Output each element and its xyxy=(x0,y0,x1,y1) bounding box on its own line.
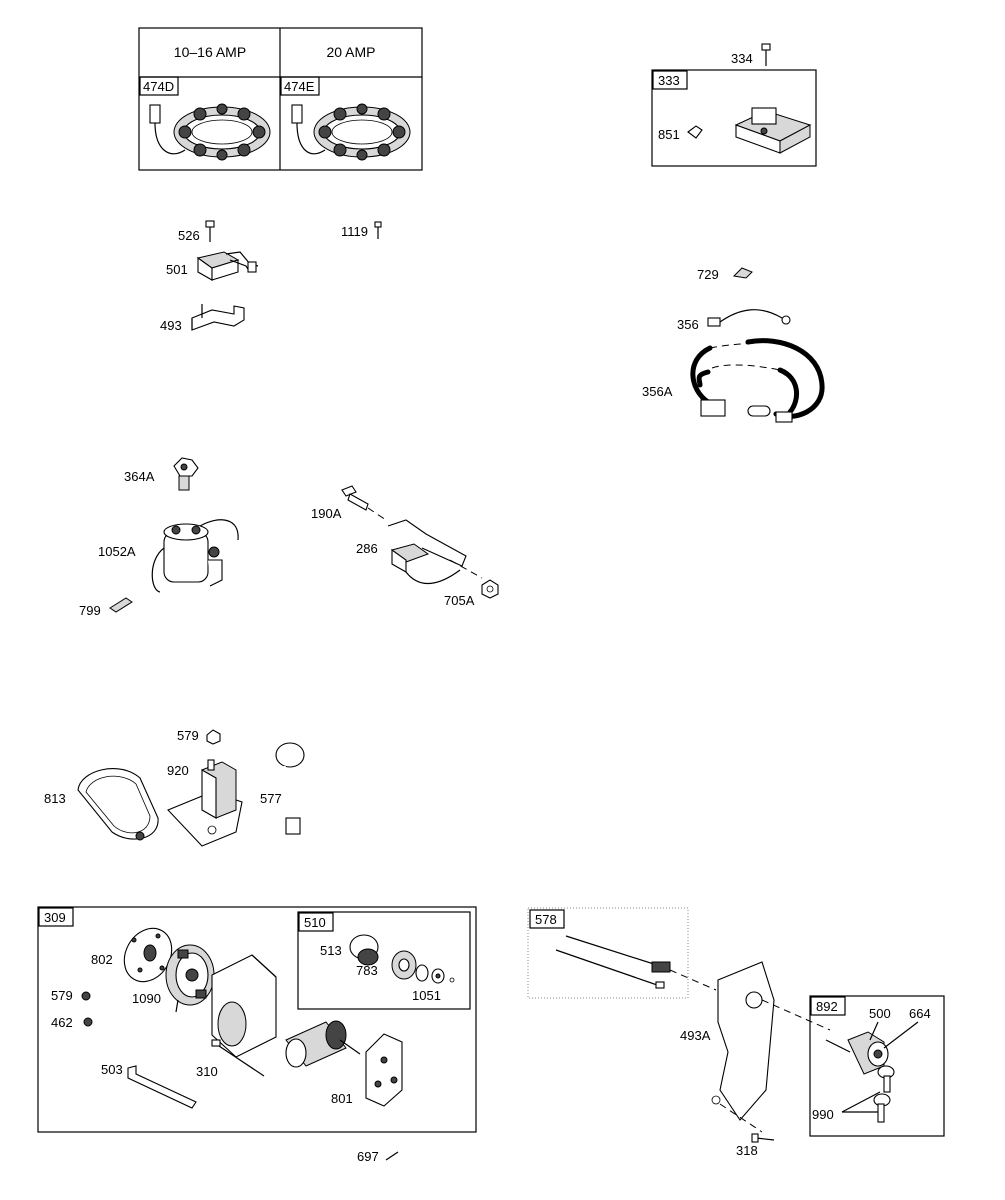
bracket-503-illustration xyxy=(127,1065,197,1109)
starter-group: 309 510 802 579 462 1090 xyxy=(37,906,477,1164)
part-label-802: 802 xyxy=(91,952,113,967)
stator-474E-illustration xyxy=(291,103,411,161)
part-label-493A: 493A xyxy=(680,1028,711,1043)
part-label-729: 729 xyxy=(697,267,719,282)
solenoid-group: 364A 1052A 799 xyxy=(79,457,239,618)
part-label-493: 493 xyxy=(160,318,182,333)
part-label-851: 851 xyxy=(658,127,680,142)
part-label-334: 334 xyxy=(731,51,753,66)
harness-578-illustration xyxy=(555,935,717,991)
part-label-356A: 356A xyxy=(642,384,673,399)
solenoid-1052A-illustration xyxy=(151,519,239,593)
part-label-356: 356 xyxy=(677,317,699,332)
bolt-190A-illustration xyxy=(341,485,387,521)
part-label-664: 664 xyxy=(909,1006,931,1021)
part-label-526: 526 xyxy=(178,228,200,243)
clip-729-icon xyxy=(732,267,753,279)
part-label-705A: 705A xyxy=(444,593,475,608)
part-label-577: 577 xyxy=(260,791,282,806)
box-label-309: 309 xyxy=(44,910,66,925)
part-label-310: 310 xyxy=(196,1064,218,1079)
screw-334-icon xyxy=(761,43,771,66)
relay-286-illustration xyxy=(387,519,483,585)
part-label-990: 990 xyxy=(812,1107,834,1122)
bracket-920-illustration xyxy=(167,759,243,847)
part-label-364A: 364A xyxy=(124,469,155,484)
brush-holder-1090-illustration xyxy=(165,944,215,1013)
bolt-310-illustration xyxy=(211,1039,265,1077)
ignition-switch-illustration xyxy=(825,1021,919,1123)
coil-group: 333 334 851 xyxy=(651,43,817,167)
boot-577-illustration xyxy=(275,742,305,835)
screw-697-icon xyxy=(385,1151,399,1161)
part-label-286: 286 xyxy=(356,541,378,556)
regulator-501-illustration xyxy=(196,251,259,281)
part-label-190A: 190A xyxy=(311,506,342,521)
fitting-799-icon xyxy=(109,597,133,613)
part-label-801: 801 xyxy=(331,1091,353,1106)
part-label-1052A: 1052A xyxy=(98,544,136,559)
panel-493A-illustration xyxy=(711,961,831,1133)
box-label-333: 333 xyxy=(658,73,680,88)
part-label-462: 462 xyxy=(51,1015,73,1030)
end-cap-801-illustration xyxy=(365,1033,403,1107)
part-label-783: 783 xyxy=(356,963,378,978)
nut-579-top-icon xyxy=(206,729,221,745)
part-label-474E: 474E xyxy=(284,79,315,94)
part-label-1051: 1051 xyxy=(412,988,441,1003)
part-label-513: 513 xyxy=(320,943,342,958)
washer-462-icon xyxy=(83,1017,93,1027)
nut-705A-icon xyxy=(481,579,499,599)
part-label-579-starter: 579 xyxy=(51,988,73,1003)
armature-illustration xyxy=(285,1020,361,1068)
nut-579-starter-icon xyxy=(81,991,91,1001)
alternator-header-20-amp: 20 AMP xyxy=(326,44,375,60)
gear-783-illustration xyxy=(391,950,417,980)
part-label-697: 697 xyxy=(357,1149,379,1164)
bracket-493-illustration xyxy=(191,304,245,331)
spring-illustration xyxy=(415,964,455,984)
screw-1119-icon xyxy=(374,221,382,239)
switch-364A-illustration xyxy=(173,457,199,491)
keyswitch-group: 578 493A 892 500 664 xyxy=(527,907,945,1158)
part-label-579-top: 579 xyxy=(177,728,199,743)
screw-318-icon xyxy=(751,1133,775,1143)
strap-813-illustration xyxy=(77,768,159,841)
part-label-474D: 474D xyxy=(143,79,174,94)
screw-526-icon xyxy=(205,220,215,242)
plate-802-illustration xyxy=(123,927,173,983)
part-label-501: 501 xyxy=(166,262,188,277)
part-label-1090: 1090 xyxy=(132,991,161,1006)
harness-356A-illustration xyxy=(690,338,825,423)
mount-group: 579 920 813 577 xyxy=(44,728,305,847)
wire-group: 729 356 356A xyxy=(642,267,825,423)
alternator-header-10-16-amp: 10–16 AMP xyxy=(174,44,246,60)
part-label-813: 813 xyxy=(44,791,66,806)
housing-illustration xyxy=(211,954,277,1058)
box-label-578: 578 xyxy=(535,912,557,927)
coil-333-illustration xyxy=(687,87,812,154)
box-label-892: 892 xyxy=(816,999,838,1014)
part-label-1119: 1119 xyxy=(341,224,368,239)
part-label-318: 318 xyxy=(736,1143,758,1158)
alternator-table: 10–16 AMP 20 AMP 474D 474E xyxy=(138,27,423,171)
stator-474D-illustration xyxy=(149,103,271,161)
part-label-500: 500 xyxy=(869,1006,891,1021)
part-label-799: 799 xyxy=(79,603,101,618)
box-label-510: 510 xyxy=(304,915,326,930)
drive-513-illustration xyxy=(349,934,379,966)
relay-group: 190A 286 705A xyxy=(311,485,499,608)
part-label-503: 503 xyxy=(101,1062,123,1077)
part-label-920: 920 xyxy=(167,763,189,778)
regulator-group: 526 1119 501 493 xyxy=(160,220,382,333)
wire-356-illustration xyxy=(707,309,791,327)
